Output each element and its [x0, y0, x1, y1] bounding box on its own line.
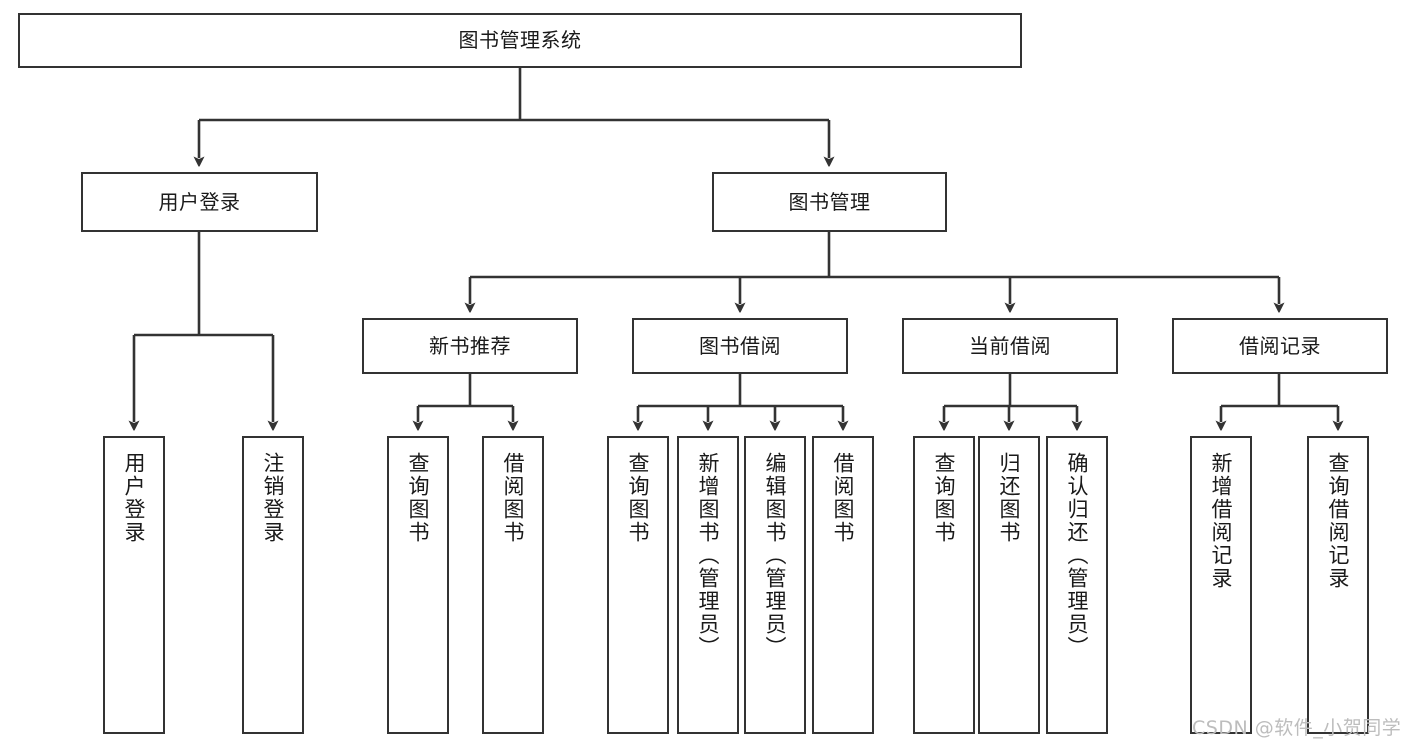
- leaf-logout-label: 注销登录: [261, 452, 286, 544]
- node-book-borrow[interactable]: 图书借阅: [632, 318, 848, 374]
- leaf-query-book-2[interactable]: 查询图书: [607, 436, 669, 734]
- leaf-add-record-label: 新增借阅记录: [1209, 452, 1234, 590]
- leaf-add-book[interactable]: 新增图书（管理员）: [677, 436, 739, 734]
- node-book-borrow-label: 图书借阅: [699, 333, 781, 358]
- node-borrow-record[interactable]: 借阅记录: [1172, 318, 1388, 374]
- leaf-return-book[interactable]: 归还图书: [978, 436, 1040, 734]
- node-book-manage-label: 图书管理: [788, 189, 871, 214]
- leaf-add-book-label: 新增图书（管理员）: [696, 452, 721, 659]
- node-current-borrow-label: 当前借阅: [969, 333, 1051, 358]
- leaf-user-login[interactable]: 用户登录: [103, 436, 165, 734]
- leaf-borrow-book-1-label: 借阅图书: [501, 452, 526, 544]
- leaf-edit-book[interactable]: 编辑图书（管理员）: [744, 436, 806, 734]
- leaf-borrow-book-1[interactable]: 借阅图书: [482, 436, 544, 734]
- leaf-edit-book-label: 编辑图书（管理员）: [763, 452, 788, 659]
- node-user-login-label: 用户登录: [158, 189, 241, 214]
- leaf-confirm-return-label: 确认归还（管理员）: [1065, 452, 1090, 659]
- node-user-login[interactable]: 用户登录: [81, 172, 318, 232]
- leaf-query-record[interactable]: 查询借阅记录: [1307, 436, 1369, 734]
- leaf-borrow-book-2-label: 借阅图书: [831, 452, 856, 544]
- leaf-borrow-book-2[interactable]: 借阅图书: [812, 436, 874, 734]
- leaf-query-book-3[interactable]: 查询图书: [913, 436, 975, 734]
- node-current-borrow[interactable]: 当前借阅: [902, 318, 1118, 374]
- node-book-manage[interactable]: 图书管理: [712, 172, 947, 232]
- leaf-query-book-1[interactable]: 查询图书: [387, 436, 449, 734]
- node-root[interactable]: 图书管理系统: [18, 13, 1022, 68]
- node-new-book-recommend[interactable]: 新书推荐: [362, 318, 578, 374]
- node-new-book-recommend-label: 新书推荐: [429, 333, 511, 358]
- leaf-add-record[interactable]: 新增借阅记录: [1190, 436, 1252, 734]
- node-root-label: 图书管理系统: [458, 28, 582, 52]
- leaf-logout[interactable]: 注销登录: [242, 436, 304, 734]
- leaf-return-book-label: 归还图书: [997, 452, 1022, 544]
- leaf-query-book-1-label: 查询图书: [406, 452, 431, 544]
- leaf-confirm-return[interactable]: 确认归还（管理员）: [1046, 436, 1108, 734]
- leaf-user-login-label: 用户登录: [122, 452, 147, 544]
- leaf-query-book-3-label: 查询图书: [932, 452, 957, 544]
- node-borrow-record-label: 借阅记录: [1239, 333, 1321, 358]
- leaf-query-record-label: 查询借阅记录: [1326, 452, 1351, 590]
- leaf-query-book-2-label: 查询图书: [626, 452, 651, 544]
